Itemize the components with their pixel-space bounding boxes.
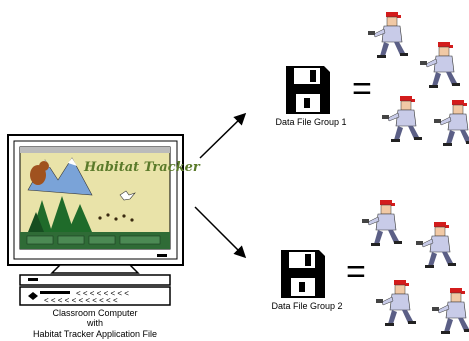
- computer-caption-line1: Classroom Computer: [52, 308, 138, 318]
- group2-label: Data File Group 2: [271, 301, 343, 311]
- group2-equals: =: [346, 253, 366, 291]
- group1-equals: =: [352, 70, 372, 108]
- app-logo-text: Habitat Tracker: [84, 160, 200, 175]
- student-figure-icon: [362, 200, 402, 246]
- computer-caption-line2: with: [86, 318, 103, 328]
- group1-label: Data File Group 1: [275, 117, 347, 127]
- svg-text:< < < < < < < <: < < < < < < < <: [76, 289, 129, 298]
- student-figure-icon: [376, 280, 416, 326]
- student-figure-icon: [420, 42, 460, 88]
- student-figure-icon: [434, 100, 469, 146]
- svg-text:< < < < < < < < < < <: < < < < < < < < < < <: [44, 296, 118, 305]
- app-screen: [19, 146, 171, 250]
- student-figure-icon: [416, 222, 456, 268]
- student-figure-icon: [368, 12, 408, 58]
- student-figure-icon: [382, 96, 422, 142]
- computer-caption-line3: Habitat Tracker Application File: [32, 329, 158, 339]
- student-figure-icon: [432, 288, 469, 334]
